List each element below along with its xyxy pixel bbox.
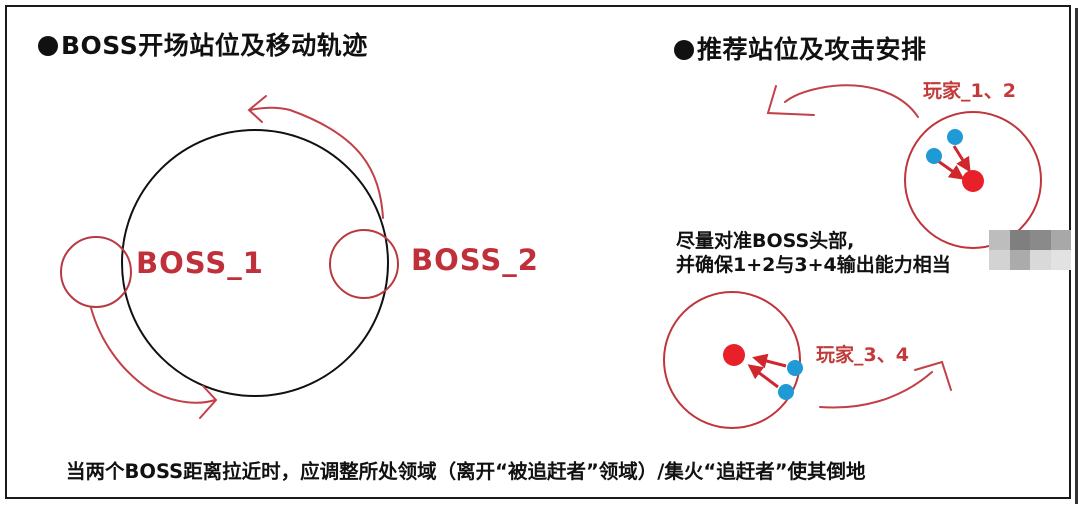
boss-2-label: BOSS_2: [411, 243, 539, 277]
player-1-2-zone: [904, 111, 1042, 249]
diagram-frame: [5, 5, 1071, 499]
bullet-icon: [674, 40, 694, 60]
boss-1-label: BOSS_1: [136, 246, 264, 280]
boss-target-marker: [723, 344, 745, 366]
player-3-4-formation: [723, 344, 803, 400]
boss-target-marker: [962, 170, 984, 192]
player-2-marker: [926, 148, 942, 164]
player-1-2-move-arrow: [766, 84, 919, 118]
left-panel-title-text: BOSS开场站位及移动轨迹: [61, 31, 368, 60]
frame-edge: [1075, 8, 1078, 504]
arena-circle: [121, 129, 389, 397]
strategy-note-line-1: 尽量对准BOSS头部,: [676, 230, 855, 252]
left-panel-title: BOSS开场站位及移动轨迹: [38, 26, 368, 62]
pixelated-watermark: [989, 230, 1071, 270]
strategy-note-line-2: 并确保1+2与3+4输出能力相当: [676, 254, 951, 276]
boss-1-zone: [60, 236, 132, 308]
player-3-4-move-arrow: [819, 360, 952, 409]
player-1-2-formation: [926, 129, 984, 192]
player-3-4-zone: [663, 291, 801, 429]
boss-2-zone: [329, 229, 399, 299]
player-1-marker: [947, 129, 963, 145]
player-3-marker: [787, 360, 803, 376]
player-3-4-label: 玩家_3、4: [816, 344, 909, 366]
boss-2-path-arrow: [247, 95, 384, 219]
player-4-marker: [778, 384, 794, 400]
player-1-2-label: 玩家_1、2: [923, 80, 1016, 102]
boss-1-path-arrow: [90, 307, 218, 419]
right-panel-title: 推荐站位及攻击安排: [674, 30, 927, 66]
strategy-note: 尽量对准BOSS头部, 并确保1+2与3+4输出能力相当: [676, 229, 951, 277]
right-panel-title-text: 推荐站位及攻击安排: [697, 35, 927, 64]
bullet-icon: [38, 36, 58, 56]
footer-instruction: 当两个BOSS距离拉近时，应调整所处领域（离开“被追赶者”领域）/集火“追赶者”…: [66, 460, 866, 483]
